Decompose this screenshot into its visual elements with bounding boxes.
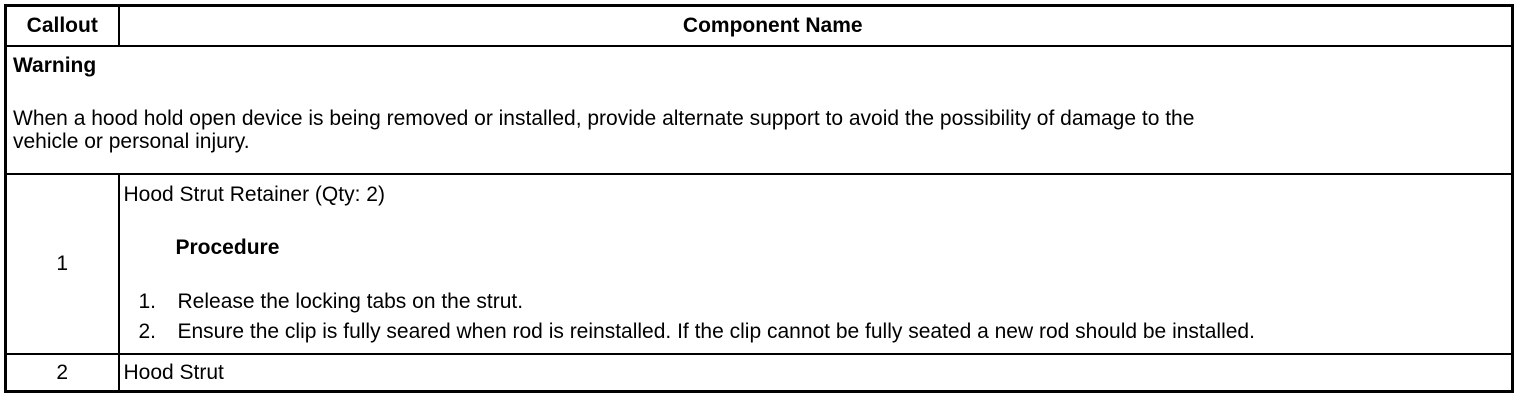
step-text: Ensure the clip is fully seared when rod… <box>177 319 1255 343</box>
component-cell-1: Hood Strut Retainer (Qty: 2) Procedure 1… <box>117 172 1514 355</box>
procedure-heading: Procedure <box>175 235 280 259</box>
warning-text-line-1: When a hood hold open device is being re… <box>13 106 1195 130</box>
step-number: 1. <box>138 289 157 313</box>
warning-row: Warning When a hood hold open device is … <box>4 44 1514 175</box>
step-number: 2. <box>138 319 157 343</box>
step-text: Release the locking tabs on the strut. <box>177 289 524 313</box>
table-row-2: 2 Hood Strut <box>4 352 1514 393</box>
callout-column-header: Callout <box>4 4 120 47</box>
callout-cell-1: 1 <box>4 172 120 355</box>
component-name-text: Hood Strut <box>123 360 224 384</box>
warning-cell: Warning When a hood hold open device is … <box>4 44 1514 175</box>
component-cell-2: Hood Strut <box>117 352 1514 393</box>
table-header-row: Callout Component Name <box>4 4 1514 47</box>
component-name-text: Hood Strut Retainer (Qty: 2) <box>123 182 385 206</box>
procedure-step-1: 1. Release the locking tabs on the strut… <box>124 290 1506 313</box>
warning-text: When a hood hold open device is being re… <box>13 107 1473 153</box>
component-callout-table: Callout Component Name Warning When a ho… <box>4 4 1514 393</box>
warning-title: Warning <box>13 53 97 77</box>
component-name-column-header: Component Name <box>117 4 1514 47</box>
procedure-steps: 1. Release the locking tabs on the strut… <box>124 290 1506 343</box>
procedure-step-2: 2. Ensure the clip is fully seared when … <box>124 320 1506 343</box>
warning-text-line-2: vehicle or personal injury. <box>13 129 250 153</box>
table-row-1: 1 Hood Strut Retainer (Qty: 2) Procedure… <box>4 172 1514 355</box>
callout-cell-2: 2 <box>4 352 120 393</box>
